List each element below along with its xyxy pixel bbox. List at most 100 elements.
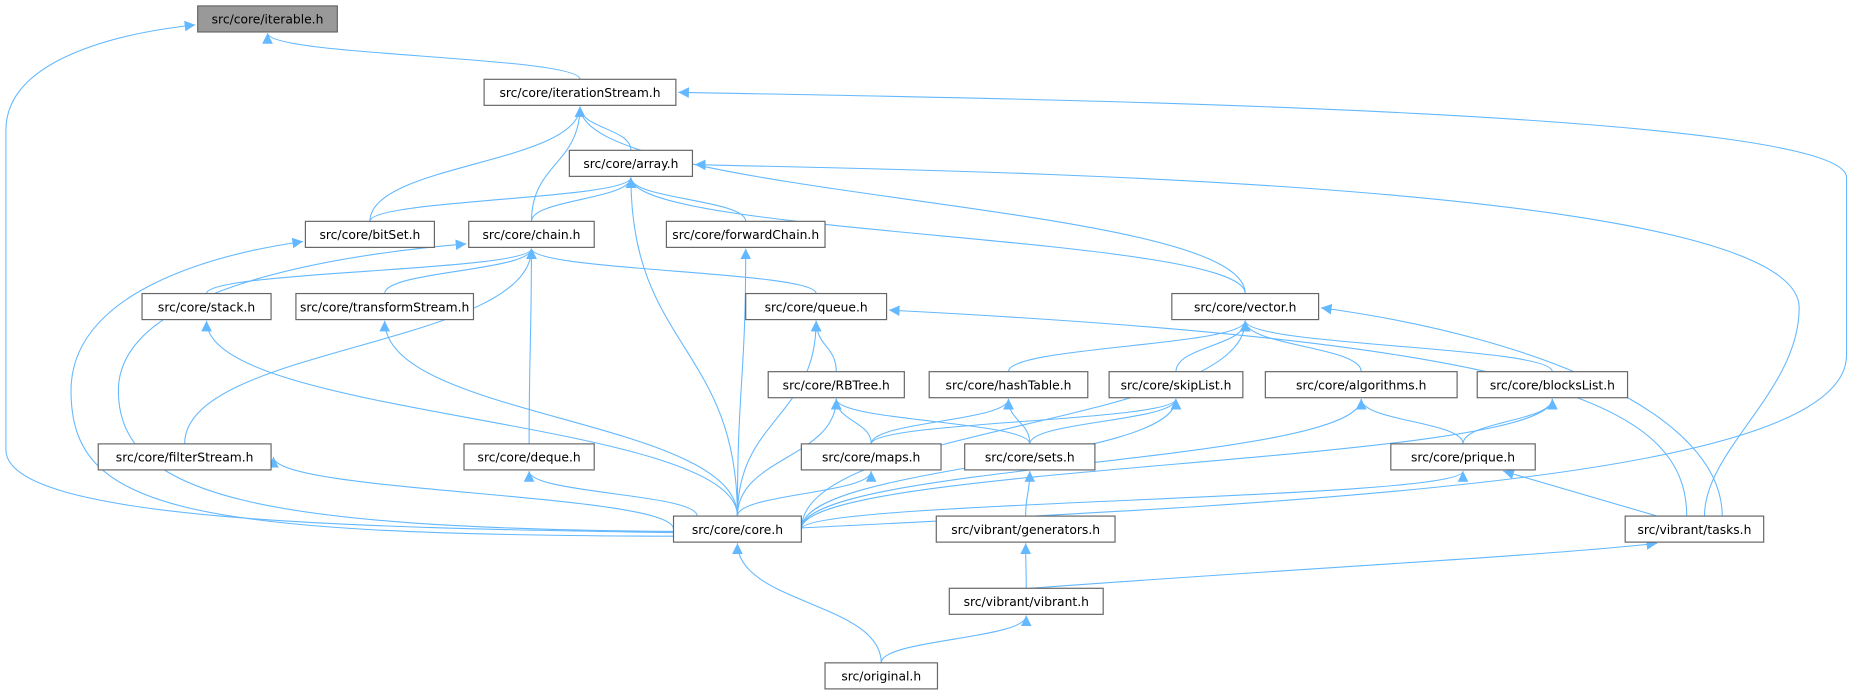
node-label: src/core/skipList.h [1121,378,1232,392]
node-box [665,220,826,248]
edge-vibrant-to-generators [1020,543,1031,589]
edge-original-to-vibrant [880,615,1032,664]
edge-generators-to-sets [1024,471,1036,517]
edge-maps-to-skipList [870,398,1182,445]
node-stack[interactable]: src/core/stack.h [141,292,272,321]
node-label: src/core/core.h [692,523,783,537]
node-label: src/core/algorithms.h [1296,378,1426,392]
edge-sets-to-skipList [1029,398,1182,445]
edge-core-to-transformStream [379,320,738,517]
node-vector[interactable]: src/core/vector.h [1171,292,1320,321]
edge-core-to-deque [523,470,698,517]
edge-core-to-array [625,177,738,517]
edge-vector-to-array [625,177,1246,294]
edge-core-to-filterStream [268,456,675,530]
node-box [483,78,677,106]
node-vibrant[interactable]: src/vibrant/vibrant.h [948,587,1104,615]
node-generators[interactable]: src/vibrant/generators.h [935,515,1116,543]
node-array[interactable]: src/core/array.h [568,149,694,177]
node-label: src/vibrant/tasks.h [1637,523,1751,537]
node-box [1108,371,1244,399]
node-filterStream[interactable]: src/core/filterStream.h [97,443,272,471]
node-box [964,443,1096,471]
node-label: src/core/forwardChain.h [672,228,819,242]
edge-chain-to-array [530,177,637,222]
edge-prique-to-algorithms [1355,398,1464,444]
edge-tasks-to-vector [1320,303,1723,517]
node-transformStream[interactable]: src/core/transformStream.h [295,292,475,321]
node-box [928,371,1089,399]
node-box [800,443,942,471]
node-forwardChain[interactable]: src/core/forwardChain.h [665,220,826,248]
node-box [948,587,1104,615]
node-core[interactable]: src/core/core.h [672,515,802,543]
edge-core-to-bitSet [70,237,674,537]
node-label: src/core/deque.h [478,451,581,465]
node-label: src/vibrant/generators.h [951,523,1100,537]
edge-filterStream-to-chain [184,248,537,444]
node-box [824,662,939,690]
node-box [1390,443,1536,471]
node-label: src/core/sets.h [985,451,1075,465]
node-label: src/core/queue.h [765,300,868,314]
node-box [568,149,694,177]
node-sets[interactable]: src/core/sets.h [964,443,1096,471]
node-hashTable[interactable]: src/core/hashTable.h [928,371,1089,399]
node-box [1476,371,1629,399]
node-label: src/core/vector.h [1194,300,1296,314]
node-box [767,371,905,399]
node-box [745,292,888,321]
edge-bitSet-to-array [369,177,637,222]
node-label: src/core/stack.h [158,300,255,314]
edge-vibrant-to-tasks [1029,539,1658,589]
edge-core-to-maps [736,470,877,517]
edge-deque-to-chain [526,248,537,444]
edge-chain-to-iterationStream [530,106,586,222]
node-iterable[interactable]: src/core/iterable.h [197,5,338,33]
node-label: src/core/RBTree.h [783,378,890,392]
node-box [463,443,595,471]
node-iterationStream[interactable]: src/core/iterationStream.h [483,78,677,106]
edge-core-to-chain [117,239,674,533]
edge-forwardChain-to-array [625,177,747,222]
node-box [295,292,475,321]
edge-maps-to-RBTree [830,398,872,444]
node-maps[interactable]: src/core/maps.h [800,443,942,471]
nodes-layer: src/core/iterable.h src/core/iterationStr… [97,5,1765,690]
node-bitSet[interactable]: src/core/bitSet.h [304,220,435,248]
edge-maps-to-hashTable [870,398,1014,445]
edge-original-to-core [732,543,882,663]
edge-queue-to-chain [526,248,817,294]
edge-core-to-blocksList [800,398,1558,530]
node-queue[interactable]: src/core/queue.h [745,292,888,321]
node-box [1171,292,1320,321]
edge-blocksList-to-vector [1240,320,1553,372]
edge-prique-to-blocksList [1462,398,1558,444]
node-RBTree[interactable]: src/core/RBTree.h [767,371,905,399]
node-prique[interactable]: src/core/prique.h [1390,443,1536,471]
node-box [197,5,338,33]
node-box [468,220,595,248]
node-original[interactable]: src/original.h [824,662,939,690]
node-label: src/core/iterable.h [212,13,324,27]
node-label: src/core/transformStream.h [300,300,469,314]
edge-tasks-to-queue [888,305,1688,517]
edge-iterationStream-to-iterable [262,32,581,80]
node-box [141,292,272,321]
node-box [97,443,272,471]
node-chain[interactable]: src/core/chain.h [468,220,595,248]
edge-core-to-RBTree [736,398,842,517]
node-algorithms[interactable]: src/core/algorithms.h [1264,371,1458,399]
node-box [1264,371,1458,399]
node-box [672,515,802,543]
edge-tasks-to-prique [1503,468,1658,517]
node-skipList[interactable]: src/core/skipList.h [1108,371,1244,399]
node-tasks[interactable]: src/vibrant/tasks.h [1624,515,1765,543]
node-box [935,515,1116,543]
edge-stack-to-chain [206,248,537,294]
edge-core-to-queue [736,320,822,517]
node-blocksList[interactable]: src/core/blocksList.h [1476,371,1629,399]
node-label: src/core/bitSet.h [319,228,420,242]
node-deque[interactable]: src/core/deque.h [463,443,595,471]
